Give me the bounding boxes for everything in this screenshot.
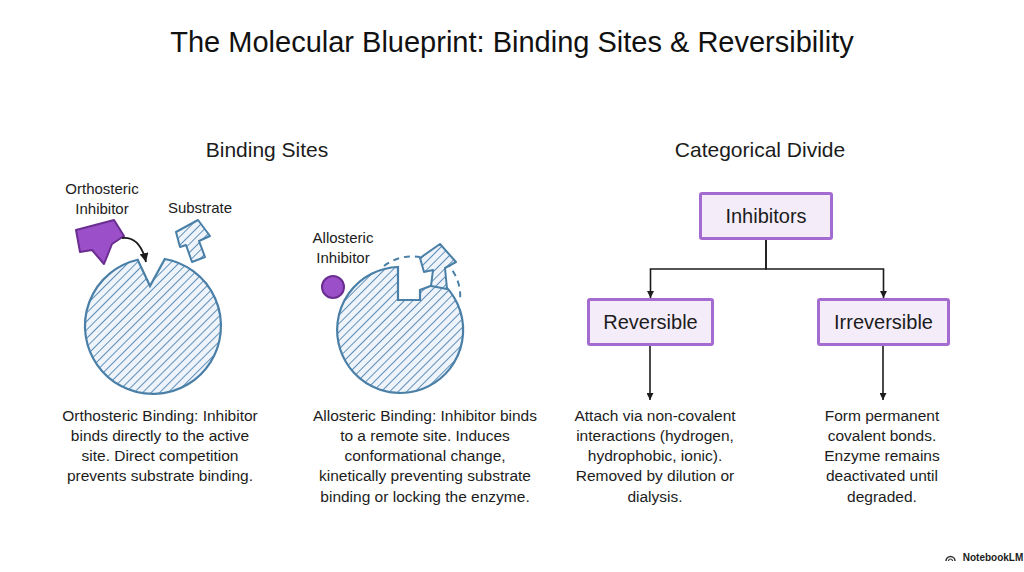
inhibitor-shape — [322, 276, 344, 298]
binding-arrow — [122, 238, 146, 262]
leader-arrow — [882, 346, 884, 400]
substrate-shape — [420, 244, 456, 289]
inhibitor-shape — [76, 220, 124, 264]
tree-connector — [766, 240, 884, 298]
section-heading: Categorical Divide — [610, 136, 910, 163]
category-box: Inhibitors — [699, 192, 833, 240]
enzyme-shape — [337, 267, 463, 393]
box-label: Irreversible — [834, 311, 933, 334]
description-note: Allosteric Binding: Inhibitor binds to a… — [313, 406, 538, 507]
conformation-outline — [384, 256, 460, 300]
leader-arrow — [649, 346, 651, 400]
part-name: Substrate — [150, 198, 250, 218]
box-label: Inhibitors — [725, 205, 806, 228]
description-note: Attach via non-covalent interactions (hy… — [555, 406, 755, 507]
box-label: Reversible — [603, 311, 697, 334]
category-box: Reversible — [587, 298, 714, 346]
description-note: Form permanent covalent bonds. Enzyme re… — [807, 406, 957, 507]
tree-connector — [651, 240, 767, 298]
connectors — [651, 240, 884, 298]
watermark-icon — [946, 557, 955, 562]
substrate-shape — [176, 220, 210, 262]
part-name: Allosteric Inhibitor — [298, 228, 388, 267]
category-box: Irreversible — [817, 298, 950, 346]
part-name: Orthosteric Inhibitor — [47, 179, 157, 218]
section-heading: Binding Sites — [117, 136, 417, 163]
watermark: NotebookLM — [953, 551, 1024, 564]
enzyme-shape — [85, 259, 221, 394]
description-note: Orthosteric Binding: Inhibitor binds dir… — [58, 406, 263, 487]
diagram-title: The Molecular Blueprint: Binding Sites &… — [0, 24, 1024, 62]
